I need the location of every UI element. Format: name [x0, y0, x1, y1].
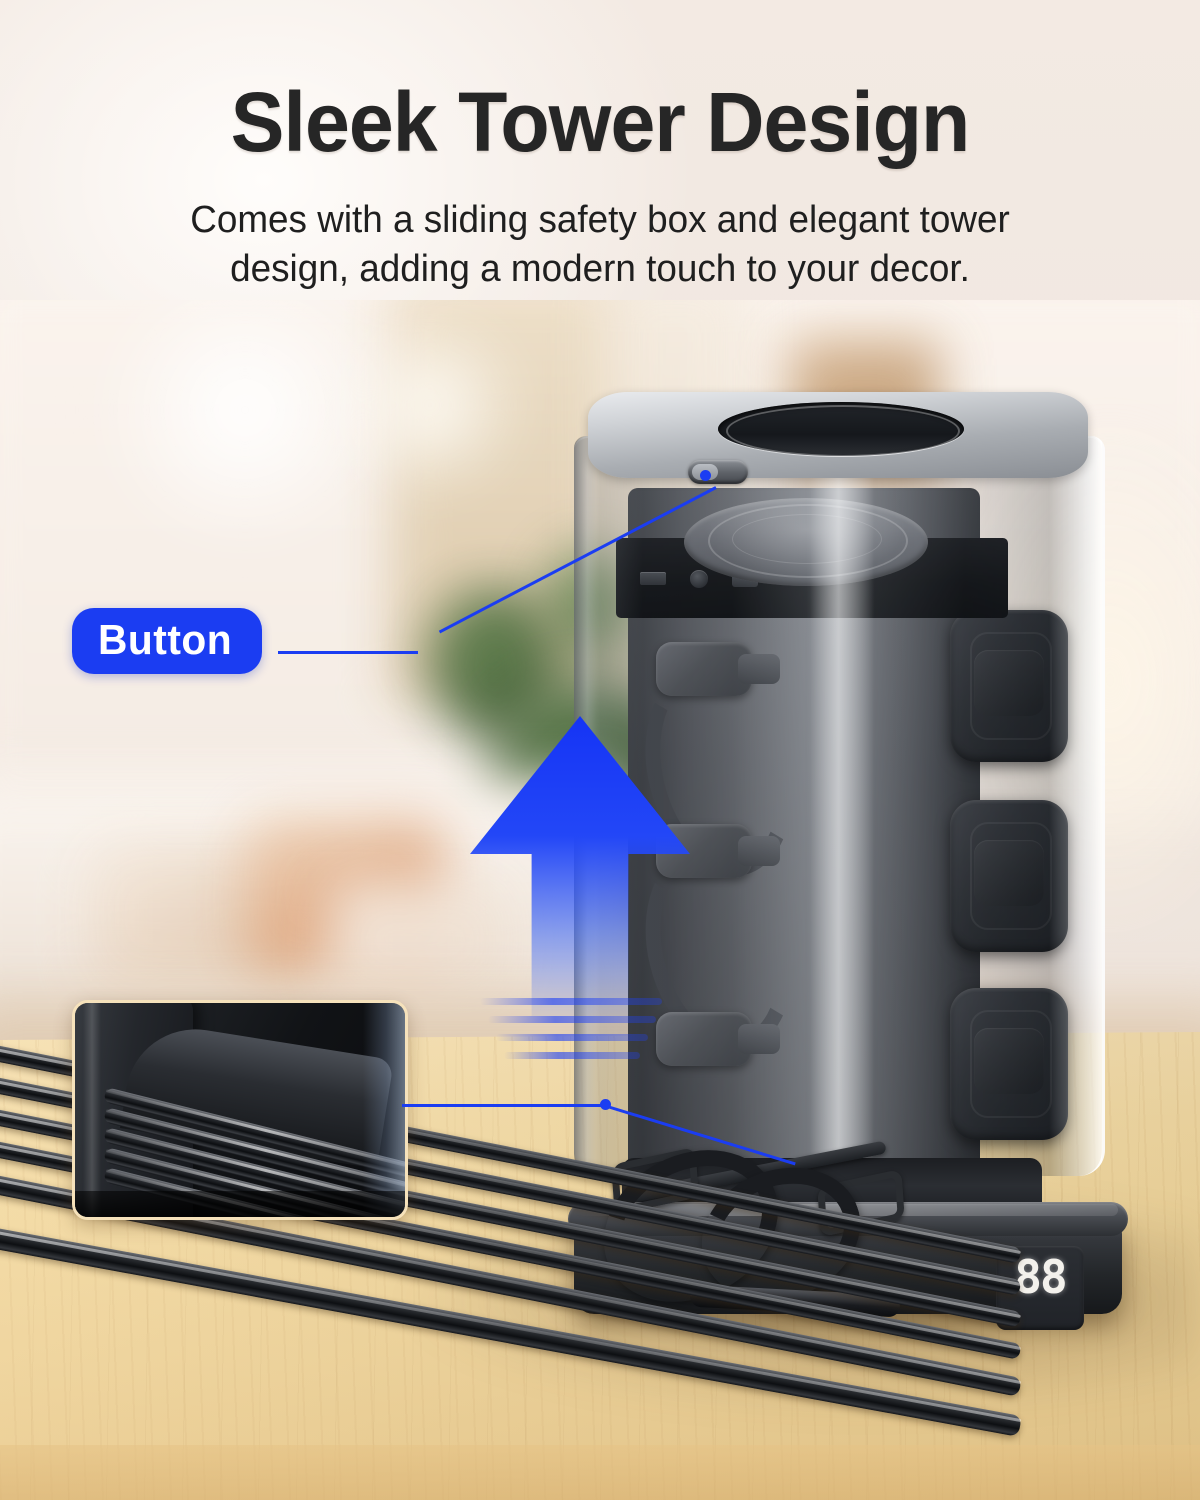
subtitle-line-2: design, adding a modern touch to your de… — [230, 247, 970, 290]
callout-anchor-dot — [700, 470, 711, 481]
cushion-right — [330, 880, 510, 1000]
window-light-secondary — [330, 320, 530, 490]
trail-line — [504, 1052, 640, 1059]
closeup-panel-sheen — [83, 1003, 101, 1217]
inset-anchor-dot — [600, 1099, 611, 1110]
button-callout-label: Button — [98, 616, 233, 663]
table-front-edge — [0, 1445, 1200, 1500]
arrow-motion-trail — [480, 998, 680, 1074]
subtitle-line-1: Comes with a sliding safety box and eleg… — [190, 199, 1010, 241]
base-highlight — [578, 1204, 1118, 1216]
arrow-shape — [470, 716, 690, 1016]
digital-display-value: 88 — [1014, 1250, 1067, 1304]
cover-aperture-ring — [726, 405, 960, 457]
closeup-shadow — [75, 1191, 405, 1217]
closeup-edge-glow — [363, 1003, 405, 1217]
trail-line — [480, 998, 662, 1005]
page-title: Sleek Tower Design — [230, 75, 971, 169]
sliding-cover-release-button[interactable] — [688, 460, 748, 484]
slide-up-arrow — [470, 716, 690, 1016]
page-subtitle: Comes with a sliding safety box and eleg… — [96, 196, 1105, 293]
cover-reflection — [810, 438, 874, 1174]
trail-line — [488, 1016, 656, 1023]
callout-leader-horizontal — [278, 651, 418, 654]
cable-management-closeup — [72, 1000, 408, 1220]
button-callout-badge: Button — [72, 608, 263, 674]
cover-glass-panel — [574, 436, 1105, 1176]
trail-line — [496, 1034, 648, 1041]
inset-leader-horizontal — [402, 1104, 608, 1107]
